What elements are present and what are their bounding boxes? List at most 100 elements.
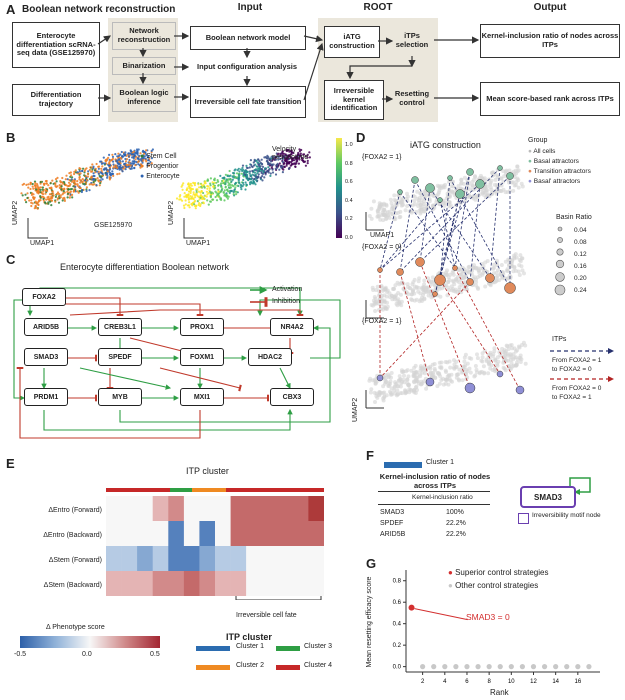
node-hdac2: HDAC2 xyxy=(248,348,292,366)
legend-superior: ● Superior control strategies xyxy=(448,568,549,577)
g-xtick-label: 12 xyxy=(530,679,537,685)
panel-letter-f: F xyxy=(366,448,374,463)
legend-stem-cell: ● Stem Cell xyxy=(140,153,177,160)
g-ytick-label: 0.4 xyxy=(393,622,402,628)
box-differentiation-trajectory: Differentiation trajectory xyxy=(12,84,100,116)
table-row-node: ARID5B xyxy=(380,531,406,538)
umap-axis-arrows xyxy=(183,218,204,239)
umap2-label-left: UMAP2 xyxy=(12,200,19,225)
iatg-layer-axes xyxy=(365,212,384,231)
box-iatg-construction: iATG construction xyxy=(324,26,380,58)
box-resetting-control: Resetting control xyxy=(394,89,430,107)
g-xtick-label: 4 xyxy=(443,679,447,685)
g-xtick-label: 10 xyxy=(508,679,515,685)
g-point-other xyxy=(442,664,448,670)
network-title: Enterocyte differentiation Boolean netwo… xyxy=(60,262,229,272)
cluster-1-title: Cluster 1 xyxy=(426,459,455,466)
iatg-title: iATG construction xyxy=(410,140,481,150)
umap2-label-right: UMAP2 xyxy=(168,200,175,225)
self-loop-arrow xyxy=(569,477,591,495)
motif-node-smad3: SMAD3 xyxy=(520,486,576,508)
g-ytick-label: 0.2 xyxy=(393,643,402,649)
smad3-annotation: SMAD3 = 0 xyxy=(466,612,510,622)
itps-title: ITPs xyxy=(552,336,567,343)
node-myb: MYB xyxy=(98,388,142,406)
umap-scatter-plots xyxy=(20,148,311,239)
panel-letter-a: A xyxy=(6,2,16,17)
layer-label-bottom: {FOXA2 = 1} xyxy=(362,318,402,325)
panel-letter-d: D xyxy=(356,130,366,145)
node-arid5b: ARID5B xyxy=(24,318,68,336)
input-header: Input xyxy=(237,2,263,13)
box-itps-selection: iTPs selection xyxy=(395,31,429,49)
box-scrnaseq-data: Enterocyte differentiation scRNA-seq dat… xyxy=(12,22,100,68)
group-legend: ● All cells ● Basal attractors ● Transit… xyxy=(528,148,591,185)
iatg-layers xyxy=(365,164,528,409)
cluster-1-swatch xyxy=(196,646,230,651)
table-mid-rule xyxy=(378,504,490,505)
dataset-label: GSE125970 xyxy=(94,222,133,229)
g-xtick-label: 14 xyxy=(552,679,559,685)
node-creb3l1: CREB3L1 xyxy=(98,318,142,336)
panel-letter-c: C xyxy=(6,252,16,267)
g-point-other xyxy=(586,664,592,670)
box-boolean-network-model: Boolean network model xyxy=(190,26,306,50)
table-row-ratio: 22.2% xyxy=(446,531,466,538)
itp-cluster-heatmap xyxy=(106,488,324,600)
root-header: ROOT xyxy=(363,2,393,13)
velocity-pseudotime-label: Velocity pesudotime xyxy=(272,146,309,162)
g-point-other xyxy=(453,664,459,670)
phenotype-colorbar-title: Δ Phenotype score xyxy=(46,624,105,631)
heatmap-title: ITP cluster xyxy=(186,466,229,476)
iatg-layer-cells xyxy=(369,252,526,313)
cluster-4-swatch xyxy=(276,665,300,670)
itp-dashed-edges xyxy=(379,167,521,391)
g-point-other xyxy=(519,664,525,670)
box-irreversible-transition: Irreversible cell fate transition xyxy=(190,86,306,118)
g-point-other xyxy=(564,664,570,670)
cluster-1-label: Cluster 1 xyxy=(236,643,265,650)
layer-label-top: {FOXA2 = 1} xyxy=(362,154,402,161)
table-row-ratio: 22.2% xyxy=(446,520,466,527)
node-nr4a2: NR4A2 xyxy=(270,318,314,336)
cluster-2-swatch xyxy=(196,665,230,670)
box-output-mean-rank: Mean score-based rank across ITPs xyxy=(480,82,620,116)
kernel-table-title: Kernel-inclusion ratio of nodes across I… xyxy=(379,472,491,490)
itp-cluster-legend-title: ITP cluster xyxy=(226,632,272,642)
phenotype-tick-min: -0.5 xyxy=(14,651,27,658)
umap1-label-d: UMAP1 xyxy=(370,232,395,239)
phenotype-colorbar xyxy=(20,636,160,648)
table-ratio-col: 100% 22.2% 22.2% xyxy=(446,507,466,540)
umap-axis-arrows xyxy=(27,218,48,239)
node-foxa2: FOXA2 xyxy=(22,288,66,306)
iatg-layer-axes xyxy=(365,390,384,409)
g-xlabel: Rank xyxy=(490,688,509,697)
cluster-2-label: Cluster 2 xyxy=(236,662,265,669)
g-point-other xyxy=(575,664,581,670)
table-node-col: SMAD3 SPDEF ARID5B xyxy=(380,507,405,540)
iatg-layer-cells xyxy=(367,340,528,404)
box-input-config-analysis: Input configuration analysis xyxy=(196,61,297,71)
irreversible-bracket xyxy=(235,596,322,600)
cluster-3-label: Cluster 3 xyxy=(304,643,333,650)
umap-pseudotime-points xyxy=(175,148,311,210)
g-point-other xyxy=(508,664,514,670)
heatmap-cells xyxy=(106,496,324,596)
legend-progenitor: ● Progentior xyxy=(140,163,179,170)
g-point-other xyxy=(497,664,503,670)
table-top-rule xyxy=(378,491,490,492)
attractor-nodes xyxy=(376,165,525,395)
cluster-color-bar xyxy=(106,488,324,492)
legend-enterocyte: ● Enterocyte xyxy=(140,173,180,180)
velocity-colorbar xyxy=(336,138,342,238)
umap1-label-right: UMAP1 xyxy=(186,240,211,247)
box-output-kernel-ratio: Kernel-inclusion ratio of nodes across I… xyxy=(480,24,620,58)
basin-ratio-title: Basin Ratio xyxy=(556,214,592,221)
group-title: Group xyxy=(528,137,548,144)
motif-legend-label: Irreversibility motif node xyxy=(532,512,601,519)
panel-a-title: Boolean network reconstruction xyxy=(22,4,176,15)
node-mxi1: MXI1 xyxy=(180,388,224,406)
node-foxm1: FOXM1 xyxy=(180,348,224,366)
